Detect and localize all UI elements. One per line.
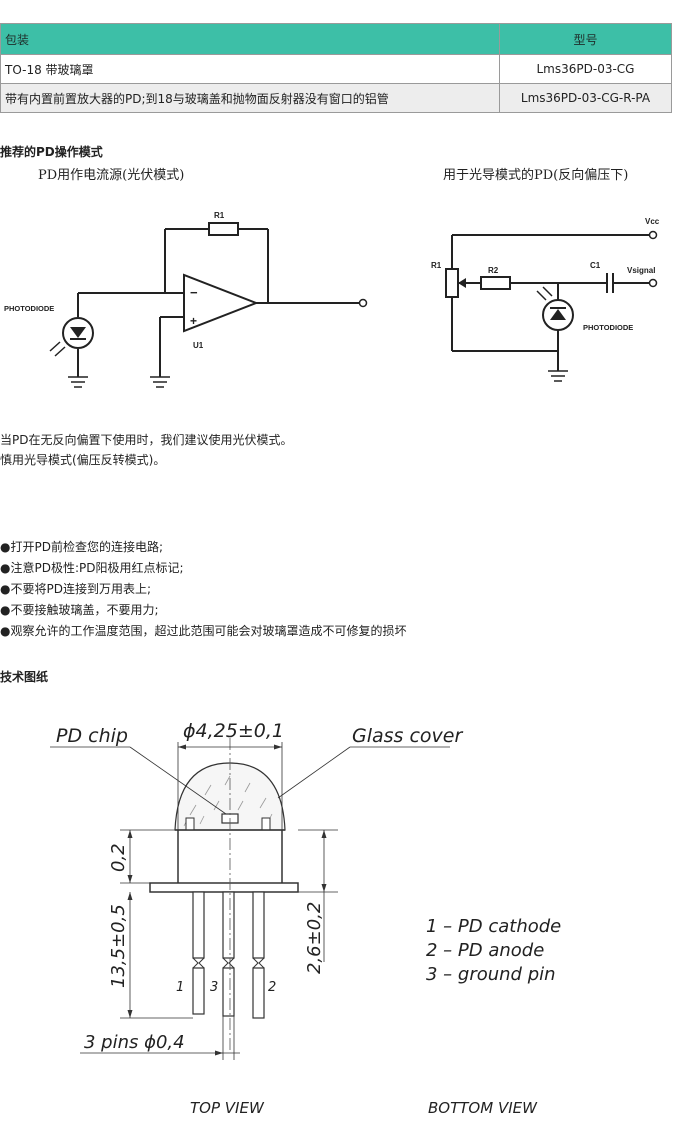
ground-icon xyxy=(548,370,568,382)
top-view-label: TOP VIEW xyxy=(190,1099,265,1117)
table-row: 带有内置前置放大器的PD;到18与玻璃盖和抛物面反射器没有窗口的铝管 Lms36… xyxy=(0,83,672,113)
photodiode-icon xyxy=(536,286,574,331)
technical-drawing: PD chip ϕ4,25±0,1 Glass cover 0,2 13,5±0… xyxy=(50,720,561,1117)
r1-label: R1 xyxy=(214,211,225,220)
bullet-item: ●观察允许的工作温度范围，超过此范围可能会对玻璃罩造成不可修复的损坏 xyxy=(0,624,407,638)
r1-label: R1 xyxy=(431,261,442,270)
r2-label: R2 xyxy=(488,266,499,275)
bullet-item: ●不要接触玻璃盖，不要用力; xyxy=(0,603,159,617)
ground-icon xyxy=(150,376,170,388)
pv-mode-title: PD用作电流源(光伏模式) xyxy=(38,168,185,183)
table-row: TO-18 带玻璃罩 Lms36PD-03-CG xyxy=(0,54,672,84)
dim-label: 13,5±0,5 xyxy=(108,904,129,988)
cell-package: 带有内置前置放大器的PD;到18与玻璃盖和抛物面反射器没有窗口的铝管 xyxy=(0,83,500,113)
note-pc: 慎用光导模式(偏压反转模式)。 xyxy=(0,453,166,467)
modes-heading: 推荐的PD操作模式 xyxy=(0,145,103,159)
bottom-view-label: BOTTOM VIEW xyxy=(428,1099,538,1117)
legend-item: 1 – PD cathode xyxy=(426,916,561,937)
pc-mode-title: 用于光导模式的PD(反向偏压下) xyxy=(443,168,629,183)
photodiode-label: PHOTODIODE xyxy=(4,304,54,313)
note-pv: 当PD在无反向偏置下使用时，我们建议使用光伏模式。 xyxy=(0,433,293,447)
dim-label: 2,6±0,2 xyxy=(304,902,325,974)
pin-number: 3 xyxy=(210,980,218,995)
pins-label: 3 pins ϕ0,4 xyxy=(84,1032,185,1053)
legend-item: 3 – ground pin xyxy=(426,964,556,985)
u1-label: U1 xyxy=(193,341,204,350)
diameter-label: ϕ4,25±0,1 xyxy=(183,720,284,742)
legend-item: 2 – PD anode xyxy=(426,940,544,961)
bullet-item: ●注意PD极性:PD阳极用红点标记; xyxy=(0,561,184,575)
vsignal-label: Vsignal xyxy=(627,266,655,275)
plus-sign: + xyxy=(190,314,197,328)
cell-model: Lms36PD-03-CG xyxy=(499,54,672,84)
pc-circuit-diagram: Vcc R1 R2 C1 Vsignal PHOTODIODE xyxy=(431,217,660,382)
pd-chip-label: PD chip xyxy=(56,725,128,747)
ground-icon xyxy=(68,376,88,388)
photodiode-label: PHOTODIODE xyxy=(583,323,633,332)
drawing-heading: 技术图纸 xyxy=(0,670,49,684)
dim-label: 0,2 xyxy=(108,843,129,872)
c1-label: C1 xyxy=(590,261,601,270)
minus-sign: − xyxy=(190,285,198,300)
bullet-item: ●不要将PD连接到万用表上; xyxy=(0,582,151,596)
bullet-item: ●打开PD前检查您的连接电路; xyxy=(0,540,163,554)
photodiode-icon xyxy=(49,317,94,357)
header-package: 包装 xyxy=(0,23,500,55)
package-table: 包装 型号 TO-18 带玻璃罩 Lms36PD-03-CG 带有内置前置放大器… xyxy=(0,23,672,113)
table-header-row: 包装 型号 xyxy=(0,23,672,55)
vcc-label: Vcc xyxy=(645,217,660,226)
header-model: 型号 xyxy=(499,23,672,55)
glass-cover-label: Glass cover xyxy=(352,725,463,747)
pv-circuit-diagram: R1 − + U1 PHOTODIODE xyxy=(4,211,368,388)
cell-model: Lms36PD-03-CG-R-PA xyxy=(499,83,672,113)
cell-package: TO-18 带玻璃罩 xyxy=(0,54,500,84)
pin-number: 1 xyxy=(176,980,184,995)
pin-number: 2 xyxy=(268,980,276,995)
